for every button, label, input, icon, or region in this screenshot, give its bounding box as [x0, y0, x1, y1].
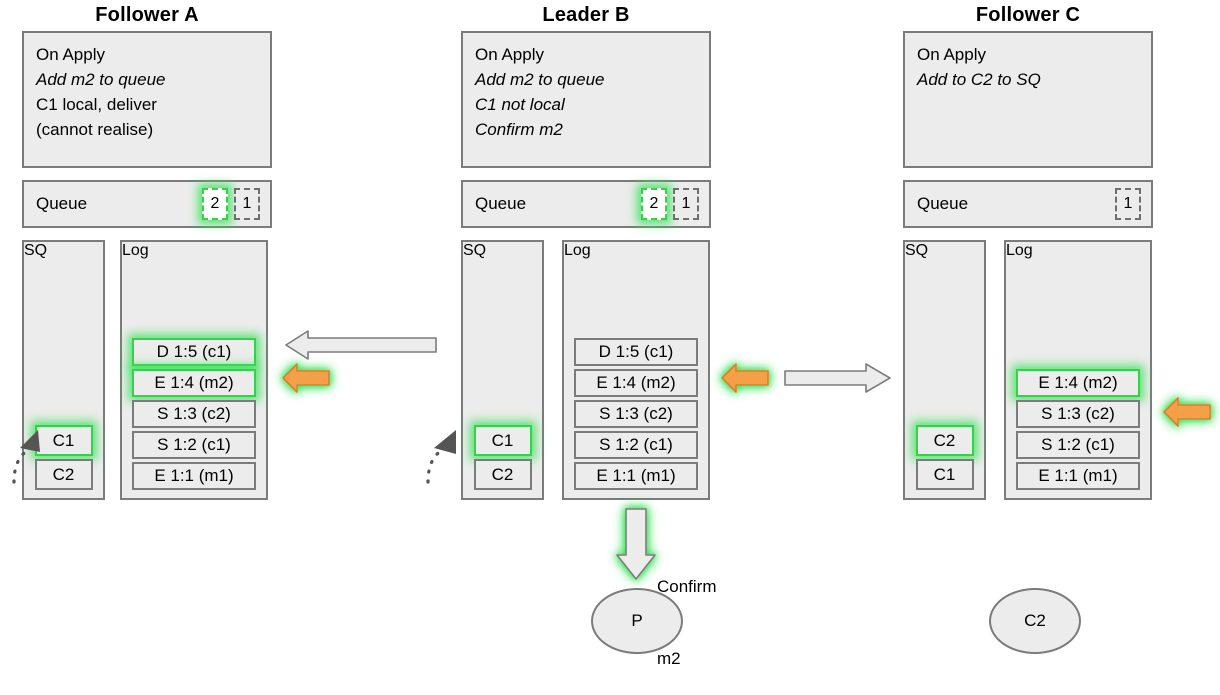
apply-line: Confirm m2 [475, 120, 563, 139]
log-entry: D 1:5 (c1) [132, 338, 256, 366]
log-column-follower-c: Log E 1:4 (m2) S 1:3 (c2) S 1:2 (c1) E 1… [1004, 240, 1152, 500]
queue-label: Queue [475, 194, 527, 213]
sq-cells: C2 C1 [915, 425, 974, 490]
log-cells: D 1:5 (c1) E 1:4 (m2) S 1:3 (c2) S 1:2 (… [132, 338, 256, 490]
log-entry: E 1:4 (m2) [132, 369, 256, 397]
log-entry: S 1:2 (c1) [574, 431, 698, 459]
dotted-arrow-follower-a-sq [12, 430, 40, 484]
queue-slot: 2 [641, 188, 667, 220]
log-entry: E 1:1 (m1) [132, 462, 256, 490]
column-title-follower-a: Follower A [95, 4, 199, 26]
log-entry: S 1:3 (c2) [1016, 400, 1140, 428]
dotted-arrow-leader-b-sq [426, 430, 456, 484]
log-header: Log [122, 242, 149, 259]
apply-arrow-leader-b [721, 363, 769, 393]
queue-slots: 1 [1115, 188, 1141, 220]
apply-arrow-follower-a [282, 363, 330, 393]
queue-box-follower-c: Queue 1 [903, 180, 1153, 228]
log-entry: S 1:2 (c1) [132, 431, 256, 459]
queue-label: Queue [917, 194, 969, 213]
log-entry: E 1:1 (m1) [1016, 462, 1140, 490]
log-header: Log [1006, 242, 1033, 259]
sq-cell: C2 [34, 459, 93, 490]
queue-slot: 2 [202, 188, 228, 220]
queue-slot: 1 [234, 188, 260, 220]
queue-box-follower-a: Queue 2 1 [22, 180, 272, 228]
log-entry: E 1:4 (m2) [574, 369, 698, 397]
sq-cells: C1 C2 [473, 425, 532, 490]
apply-line: C1 local, deliver [36, 95, 157, 114]
log-entry: D 1:5 (c1) [574, 338, 698, 366]
apply-box-leader-b: On Apply Add m2 to queue C1 not local Co… [461, 31, 711, 168]
sq-cell: C1 [915, 459, 974, 490]
apply-line: On Apply [475, 45, 544, 64]
confirm-label-line-1: Confirm [657, 577, 717, 596]
apply-box-follower-a: On Apply Add m2 to queue C1 local, deliv… [22, 31, 272, 168]
queue-slot: 1 [673, 188, 699, 220]
replication-arrow-b-to-a [285, 330, 437, 360]
queue-slots: 2 1 [202, 188, 260, 220]
log-entry: E 1:4 (m2) [1016, 369, 1140, 397]
apply-line: On Apply [36, 45, 105, 64]
node-consumer-c2: C2 [989, 588, 1081, 654]
log-entry: E 1:1 (m1) [574, 462, 698, 490]
apply-line: On Apply [917, 45, 986, 64]
sq-header: SQ [905, 242, 929, 259]
apply-box-follower-c: On Apply Add to C2 to SQ [903, 31, 1153, 168]
log-column-follower-a: Log D 1:5 (c1) E 1:4 (m2) S 1:3 (c2) S 1… [120, 240, 268, 500]
apply-line: (cannot realise) [36, 120, 154, 139]
queue-slots: 2 1 [641, 188, 699, 220]
queue-slot: 1 [1115, 188, 1141, 220]
sq-cell: C2 [915, 425, 974, 456]
column-title-follower-c: Follower C [975, 4, 1081, 26]
log-column-leader-b: Log D 1:5 (c1) E 1:4 (m2) S 1:3 (c2) S 1… [562, 240, 710, 500]
queue-box-leader-b: Queue 2 1 [461, 180, 711, 228]
sq-cell: C1 [473, 425, 532, 456]
apply-line: C1 not local [475, 95, 565, 114]
replication-arrow-b-to-c [784, 363, 891, 393]
log-header: Log [564, 242, 591, 259]
log-cells: D 1:5 (c1) E 1:4 (m2) S 1:3 (c2) S 1:2 (… [574, 338, 698, 490]
log-cells: E 1:4 (m2) S 1:3 (c2) S 1:2 (c1) E 1:1 (… [1016, 369, 1140, 490]
confirm-label-line-2: m2 [657, 649, 681, 668]
log-entry: S 1:3 (c2) [574, 400, 698, 428]
queue-label: Queue [36, 194, 88, 213]
apply-line: Add to C2 to SQ [917, 70, 1041, 89]
log-entry: S 1:3 (c2) [132, 400, 256, 428]
apply-arrow-follower-c [1163, 397, 1211, 427]
confirm-arrow-down [616, 508, 656, 580]
node-producer: P [591, 588, 683, 654]
sq-header: SQ [463, 242, 487, 259]
sq-cell: C2 [473, 459, 532, 490]
apply-line: Add m2 to queue [36, 70, 166, 89]
apply-line: Add m2 to queue [475, 70, 605, 89]
confirm-arrow-label: Confirm m2 [657, 527, 717, 695]
column-title-leader-b: Leader B [542, 4, 630, 26]
sq-column-follower-a: SQ C1 C2 [22, 240, 105, 500]
sq-header: SQ [24, 242, 48, 259]
sq-column-leader-b: SQ C1 C2 [461, 240, 544, 500]
log-entry: S 1:2 (c1) [1016, 431, 1140, 459]
sq-column-follower-c: SQ C2 C1 [903, 240, 986, 500]
